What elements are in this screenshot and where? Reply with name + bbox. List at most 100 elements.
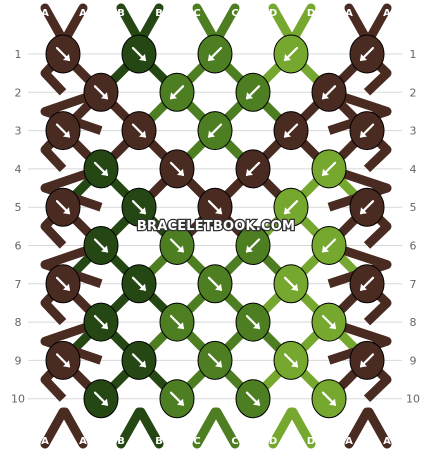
arrow-head-icon	[208, 130, 215, 138]
top-strand-label: D	[307, 8, 315, 19]
arrow-head-icon	[215, 207, 222, 215]
knot	[45, 264, 81, 304]
row-number-left: 6	[15, 240, 22, 253]
knot	[273, 187, 309, 227]
knot	[197, 34, 233, 74]
top-strand	[116, 3, 144, 45]
arrow-head-icon	[246, 92, 253, 100]
arrow-head-icon	[329, 398, 336, 406]
top-strand	[344, 3, 372, 45]
top-strand	[212, 3, 240, 45]
arrow-head-icon	[177, 168, 184, 176]
arrow-head-icon	[208, 54, 215, 61]
arrow-head-icon	[284, 54, 291, 61]
row-number-right: 1	[410, 48, 417, 61]
knot	[45, 187, 81, 227]
arrow-head-icon	[291, 360, 298, 368]
knot	[159, 379, 195, 419]
arrow-head-icon	[322, 168, 329, 176]
top-strand	[288, 3, 316, 45]
knot	[273, 34, 309, 74]
edge-thread	[40, 317, 103, 365]
row-number-right: 5	[410, 201, 417, 214]
knot	[159, 149, 195, 189]
arrow-head-icon	[322, 245, 329, 253]
top-strand-label: A	[41, 8, 49, 19]
arrow-head-icon	[177, 398, 184, 406]
row-number-right: 4	[410, 163, 417, 176]
knot	[349, 264, 385, 304]
arrow-head-icon	[246, 168, 253, 176]
row-number-right: 2	[410, 86, 417, 99]
arrow-head-icon	[139, 283, 146, 291]
arrow-head-icon	[63, 283, 70, 291]
knot	[235, 149, 271, 189]
knot	[83, 226, 119, 265]
row-number-right: 8	[410, 316, 417, 329]
knot	[121, 187, 157, 227]
top-strand-label: A	[79, 8, 87, 19]
arrow-head-icon	[253, 398, 260, 406]
knot	[273, 264, 309, 304]
top-strand	[40, 3, 68, 45]
knot	[311, 226, 347, 265]
row-number-left: 10	[11, 393, 25, 406]
row-number-right: 6	[410, 240, 417, 253]
knot	[235, 72, 271, 112]
arrow-head-icon	[101, 92, 108, 100]
bottom-strand-label: A	[345, 436, 353, 447]
knot	[121, 34, 157, 74]
knot	[349, 340, 385, 380]
arrow-head-icon	[101, 322, 108, 330]
knot	[197, 340, 233, 380]
knot	[197, 187, 233, 227]
top-strand-label: C	[193, 8, 200, 19]
knot	[159, 72, 195, 112]
bottom-strand	[136, 407, 164, 449]
knot	[235, 226, 271, 265]
top-strand	[268, 3, 296, 45]
bottom-strand	[192, 407, 220, 449]
bottom-strand	[60, 407, 88, 449]
row-number-left: 5	[15, 201, 22, 214]
arrow-head-icon	[63, 54, 70, 61]
bottom-strand	[268, 407, 296, 449]
row-number-left: 2	[15, 86, 22, 99]
edge-thread	[40, 241, 103, 289]
knot	[83, 72, 119, 112]
arrow-head-icon	[246, 245, 253, 253]
arrow-head-icon	[101, 245, 108, 253]
bottom-strand	[116, 407, 144, 449]
arrow-head-icon	[63, 130, 70, 138]
top-strand-label: A	[345, 8, 353, 19]
knot	[273, 111, 309, 151]
row-number-left: 1	[15, 48, 22, 61]
knot	[349, 187, 385, 227]
knot	[311, 379, 347, 419]
arrow-head-icon	[360, 54, 367, 61]
bottom-strand	[212, 407, 240, 449]
arrow-head-icon	[284, 130, 291, 138]
knot	[45, 340, 81, 380]
arrow-head-icon	[291, 283, 298, 291]
edge-thread	[327, 241, 392, 289]
bottom-strand	[364, 407, 392, 449]
arrow-head-icon	[170, 92, 177, 100]
top-strand-label: B	[155, 8, 163, 19]
top-strand	[192, 3, 220, 45]
row-number-right: 7	[410, 278, 417, 291]
arrow-head-icon	[63, 360, 70, 368]
arrow-head-icon	[360, 130, 367, 138]
bottom-strand-label: D	[307, 436, 315, 447]
knot	[121, 111, 157, 151]
arrow-head-icon	[360, 207, 367, 215]
arrow-head-icon	[215, 360, 222, 368]
row-number-right: 3	[410, 125, 417, 138]
knot	[349, 34, 385, 74]
row-number-left: 4	[15, 163, 22, 176]
knot	[235, 302, 271, 342]
edge-thread	[40, 88, 103, 135]
bottom-strand-label: A	[79, 436, 87, 447]
arrow-head-icon	[253, 322, 260, 330]
